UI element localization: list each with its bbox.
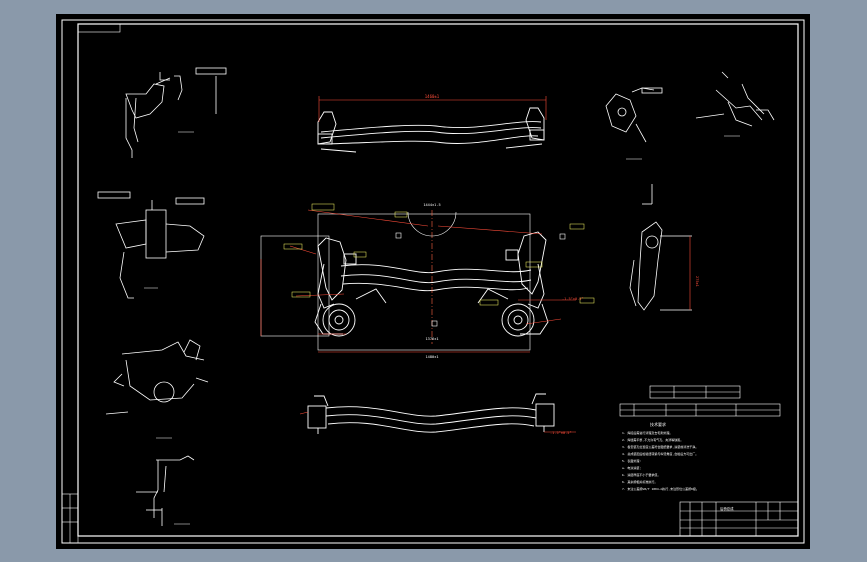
detail-view-mid-left (97, 191, 205, 299)
note-line: 6. 其余按相关标准执行。 (622, 479, 657, 484)
detail-view-top-right-1 (605, 87, 663, 143)
detail-view-bottom-left (136, 455, 195, 526)
technical-notes: 1. 焊接后需进行清理及去毛刺处理。 2. 焊缝需平整,不允许有气孔、夹渣等缺陷… (622, 430, 699, 491)
lower-track-dim-text: 1376±1 (426, 337, 439, 341)
note-line: 1. 焊接后需进行清理及去毛刺处理。 (622, 430, 672, 435)
note-line: 4. 总成装配后检验扭转梁与纵臂角度,合格后方可出厂。 (622, 451, 698, 456)
note-line: 3. 各安装孔位置度公差符合图纸要求,涂装前清洗干净。 (622, 444, 698, 449)
note-line: b. 涂层厚度不小于要求值。 (622, 472, 660, 477)
outer-frame (61, 19, 805, 544)
front-view-dim-text: 1460±1 (425, 94, 440, 99)
plan-view-tags (283, 203, 595, 306)
beam-front-dimension (318, 96, 547, 122)
side-height-dim-text: 275±1 (695, 276, 699, 287)
drawing-code-box (77, 23, 121, 33)
inner-frame (77, 23, 799, 537)
main-plan-view (260, 213, 549, 351)
detail-view-lower-left (105, 339, 209, 415)
bottom-angle-leader-left (299, 411, 309, 415)
note-line: 5. 表面处理: (622, 458, 641, 463)
side-view-right (629, 184, 692, 311)
top-span-dim-text: 1444±1.5 (423, 203, 440, 207)
detail-view-top-right-2 (695, 71, 775, 127)
parameter-table-upper (649, 385, 741, 399)
detail-view-top-left (125, 67, 227, 158)
datum-markers (395, 232, 566, 327)
notes-heading: 技术要求 (650, 421, 666, 427)
title-block (679, 501, 799, 537)
center-arc (407, 211, 457, 237)
detail-captions (144, 131, 740, 525)
note-line: a. 电泳涂装; (622, 465, 641, 470)
angle-left-text: -1.5°±0.5° (550, 431, 572, 435)
bottom-dim-text: 1480±1 (426, 355, 439, 359)
angle-right-text: -1.5°±0.5° (562, 297, 584, 301)
drawing-sheet: 1460±1 (56, 14, 810, 549)
note-line: 7. 未注公差按GB/T 1804-m执行,未注形位公差按K级。 (622, 486, 699, 491)
plan-view-dimensions (260, 209, 576, 353)
note-line: 2. 焊缝需平整,不允许有气孔、夹渣等缺陷。 (622, 437, 683, 442)
drawing-canvas: 1460±1 (61, 19, 805, 544)
left-margin-strip (61, 493, 79, 544)
beam-bottom-view (307, 393, 555, 434)
parameter-table-lower (619, 403, 781, 417)
beam-front-view (317, 107, 545, 153)
title-block-label: 后桥总成 (720, 506, 734, 511)
